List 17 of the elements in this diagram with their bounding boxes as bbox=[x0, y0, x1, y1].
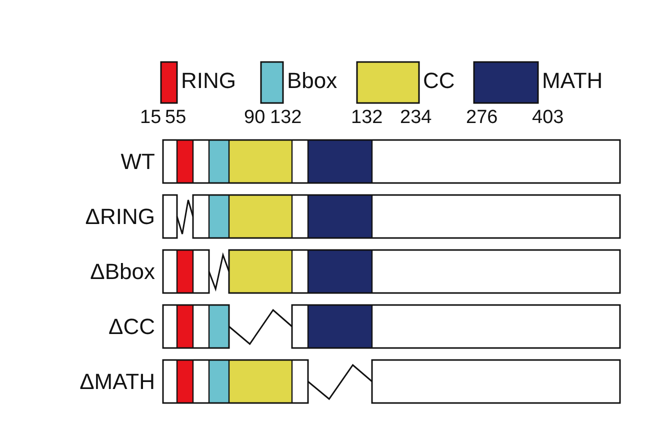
legend-label: RING bbox=[181, 70, 236, 92]
construct-label: ΔMATH bbox=[80, 371, 155, 393]
residue-number: 15 bbox=[140, 108, 162, 127]
residue-number: 403 bbox=[532, 108, 564, 127]
construct-label: ΔBbox bbox=[90, 261, 155, 283]
legend-label: Bbox bbox=[287, 70, 338, 92]
residue-number: 55 bbox=[165, 108, 186, 127]
residue-number: 276 bbox=[466, 108, 498, 127]
residue-number: 132 bbox=[351, 108, 383, 127]
residue-number: 90 bbox=[244, 108, 266, 127]
construct-label: ΔCC bbox=[108, 316, 155, 338]
residue-number: 234 bbox=[400, 108, 432, 127]
residue-number: 132 bbox=[270, 108, 302, 127]
legend-label: CC bbox=[423, 70, 455, 92]
construct-label: ΔRING bbox=[85, 206, 155, 228]
construct-label: WT bbox=[120, 151, 155, 173]
legend-label: MATH bbox=[542, 70, 603, 92]
